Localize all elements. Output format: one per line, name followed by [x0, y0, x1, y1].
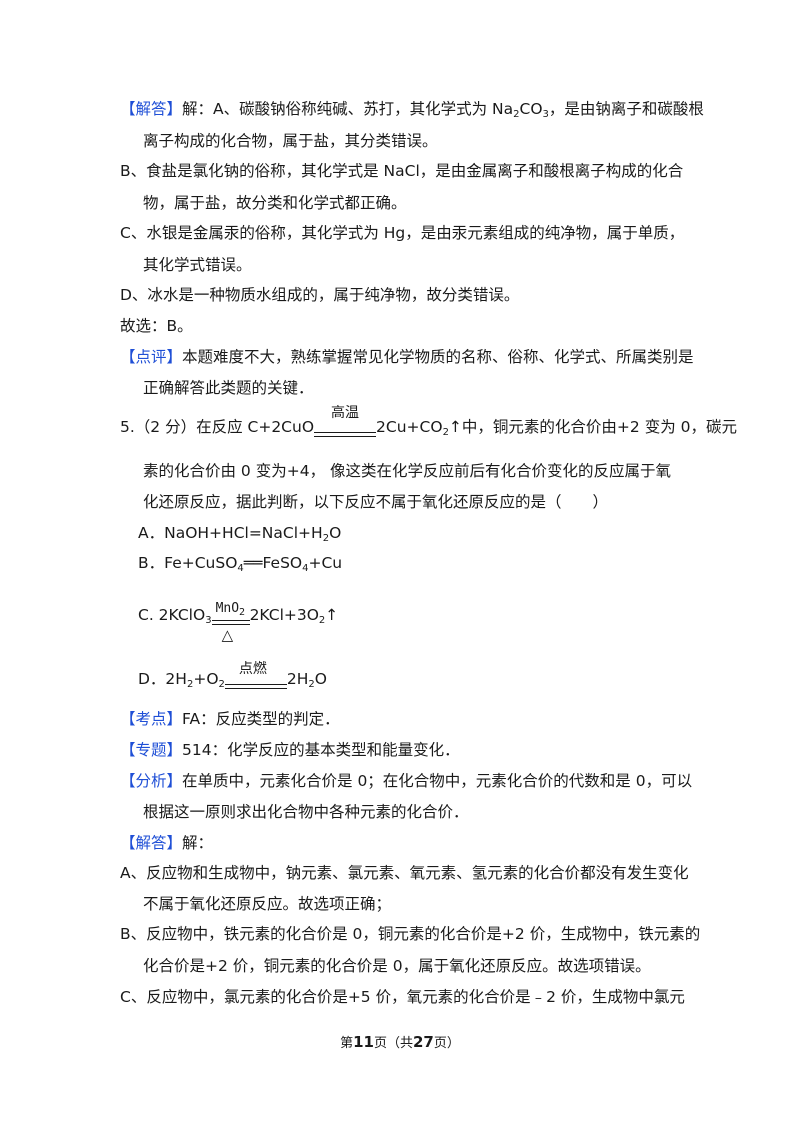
- question-5-line-2: 素的化合价由 0 变为+4， 像这类在化学反应前后有化合价变化的反应属于氧: [143, 462, 671, 480]
- answer-line-2: 离子构成的化合物，属于盐，其分类错误。: [143, 132, 438, 150]
- knowledge-point: 【考点】FA：反应类型的判定．: [120, 710, 340, 728]
- knowledge-tag: 【考点】: [120, 710, 183, 728]
- solution-tag: 【解答】: [120, 834, 183, 852]
- comment-tag: 【点评】: [120, 348, 183, 366]
- answer-line-5: C、水银是金属汞的俗称，其化学式为 Hg，是由汞元素组成的纯净物，属于单质，: [120, 224, 685, 242]
- page-number: 11: [353, 1033, 374, 1051]
- page-total: 27: [413, 1033, 434, 1051]
- answer-line-6: 其化学式错误。: [143, 256, 252, 274]
- solution-b-line-1: B、反应物中，铁元素的化合价是 0，铜元素的化合价是+2 价，生成物中，铁元素的: [120, 925, 701, 943]
- answer-tag: 【解答】: [120, 100, 183, 118]
- solution-a-line-1: A、反应物和生成物中，钠元素、氯元素、氧元素、氢元素的化合价都没有发生变化: [120, 864, 689, 882]
- answer-line-3: B、食盐是氯化钠的俗称，其化学式是 NaCl，是由金属离子和酸根离子构成的化合: [120, 162, 684, 180]
- answer-line-7: D、冰水是一种物质水组成的，属于纯净物，故分类错误。: [120, 286, 520, 304]
- solution-header: 【解答】解：: [120, 834, 214, 852]
- question-5-line-3: 化还原反应，据此判断，以下反应不属于氧化还原反应的是（ ）: [143, 493, 609, 511]
- comment-line-2: 正确解答此类题的关键．: [143, 379, 314, 397]
- solution-c-line-1: C、反应物中，氯元素的化合价是+5 价，氧元素的化合价是﹣2 价，生成物中氯元: [120, 988, 685, 1006]
- heat-icon: △: [221, 626, 234, 644]
- catalyst-condition: MnO2△: [211, 601, 250, 644]
- reaction-condition: 高温: [314, 405, 377, 444]
- solution-b-line-2: 化合价是+2 价，铜元素的化合价是 0，属于氧化还原反应。故选项错误。: [143, 957, 651, 975]
- analysis-line-2: 根据这一原则求出化合物中各种元素的化合价．: [143, 803, 469, 821]
- option-b: B．Fe+CuSO4══FeSO4+Cu: [138, 554, 343, 574]
- analysis-line-1: 【分析】在单质中，元素化合价是 0；在化合物中，元素化合价的代数和是 0，可以: [120, 772, 693, 790]
- topic-tag: 【专题】: [120, 741, 183, 759]
- answer-line-4: 物，属于盐，故分类和化学式都正确。: [143, 194, 407, 212]
- option-a: A．NaOH+HCl=NaCl+H2O: [138, 524, 342, 544]
- comment-line-1: 【点评】本题难度不大，熟练掌握常见化学物质的名称、俗称、化学式、所属类别是: [120, 348, 694, 366]
- ignition-condition: 点燃: [224, 661, 287, 696]
- page-footer: 第11页（共27页）: [340, 1033, 460, 1051]
- answer-choice-line: 故选：B。: [120, 317, 193, 335]
- answer-line-1: 【解答】解：A、碳酸钠俗称纯碱、苏打，其化学式为 Na2CO3，是由钠离子和碳酸…: [120, 100, 704, 120]
- topic: 【专题】514：化学反应的基本类型和能量变化．: [120, 741, 460, 759]
- solution-a-line-2: 不属于氧化还原反应。故选项正确；: [143, 895, 392, 913]
- analysis-tag: 【分析】: [120, 772, 183, 790]
